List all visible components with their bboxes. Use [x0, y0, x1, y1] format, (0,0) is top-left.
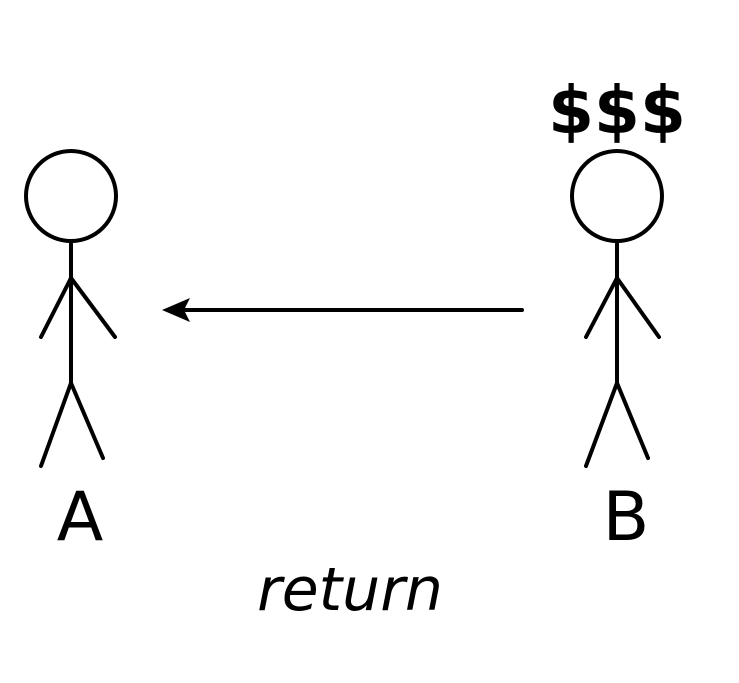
person-b-label: B: [603, 478, 650, 557]
money-label: $$$: [548, 72, 686, 149]
person-b-figure: [570, 149, 664, 468]
transfer-arrow-head: [162, 298, 190, 322]
return-label: return: [257, 555, 443, 625]
person-a-head: [24, 149, 118, 243]
person-a-right-arm: [69, 276, 117, 339]
person-b-left-leg: [584, 381, 619, 468]
person-b-right-arm: [615, 276, 661, 339]
transfer-arrow: [162, 298, 524, 322]
person-a-left-arm: [39, 276, 73, 339]
person-a-left-leg: [39, 381, 73, 468]
person-b-left-arm: [584, 276, 619, 339]
person-a-figure: [24, 149, 118, 468]
person-a-label: A: [57, 478, 104, 557]
person-b-right-leg: [615, 381, 650, 460]
person-a-right-leg: [69, 381, 105, 460]
person-b-head: [570, 149, 664, 243]
